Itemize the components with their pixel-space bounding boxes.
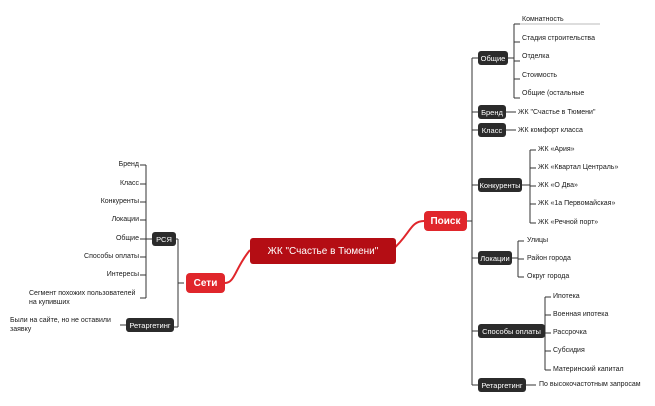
- leaf-finishing[interactable]: Отделка: [522, 53, 550, 60]
- subtopic-brand-label: Бренд: [481, 107, 503, 117]
- topic-search[interactable]: Поиск: [424, 211, 467, 231]
- leaf-rsya-competitors[interactable]: Конкуренты: [100, 198, 139, 205]
- leaf-price[interactable]: Стоимость: [522, 72, 558, 79]
- subtopic-competitors[interactable]: Конкуренты: [478, 178, 522, 192]
- root-topic[interactable]: ЖК "Счастье в Тюмени": [250, 238, 396, 264]
- root-topic-label: ЖК "Счастье в Тюмени": [267, 245, 379, 257]
- leaf-search-retargeting[interactable]: По высокочастотным запросам: [539, 381, 641, 388]
- leaf-general-other[interactable]: Общие (остальные: [522, 90, 585, 97]
- topic-networks[interactable]: Сети: [186, 273, 225, 293]
- subtopic-locations[interactable]: Локации: [478, 251, 512, 265]
- leaf-networks-retargeting[interactable]: Были на сайте, но не оставили заявку: [10, 317, 111, 333]
- leaf-competitor-3[interactable]: ЖК «О Два»: [538, 182, 578, 189]
- leaf-installment[interactable]: Рассрочка: [553, 329, 587, 336]
- subtopic-locations-label: Локации: [480, 253, 510, 263]
- leaf-rsya-interests[interactable]: Интересы: [106, 271, 139, 278]
- subtopic-competitors-label: Конкуренты: [479, 180, 521, 190]
- subtopic-payment-label: Способы оплаты: [482, 326, 541, 336]
- subtopic-networks-retargeting[interactable]: Ретаргетинг: [126, 318, 174, 332]
- leaf-construction-stage[interactable]: Стадия строительства: [522, 35, 595, 42]
- leaf-rooms[interactable]: Комнатность: [522, 16, 564, 23]
- subtopic-class-label: Класс: [481, 125, 503, 135]
- leaf-class[interactable]: ЖК комфорт класса: [518, 127, 583, 134]
- subtopic-search-retargeting-label: Ретаргетинг: [481, 380, 523, 390]
- leaf-district[interactable]: Район города: [527, 255, 571, 262]
- subtopic-search-retargeting[interactable]: Ретаргетинг: [478, 378, 526, 392]
- leaf-subsidy[interactable]: Субсидия: [553, 347, 585, 354]
- subtopic-class[interactable]: Класс: [478, 123, 506, 137]
- subtopic-general-label: Общие: [480, 53, 506, 63]
- leaf-maternity-capital[interactable]: Материнский капитал: [553, 366, 624, 373]
- leaf-streets[interactable]: Улицы: [527, 237, 549, 244]
- leaf-city-area[interactable]: Округ города: [527, 273, 570, 280]
- leaf-rsya-brand[interactable]: Бренд: [118, 161, 139, 168]
- leaf-rsya-class[interactable]: Класс: [119, 180, 139, 187]
- subtopic-general[interactable]: Общие: [478, 51, 508, 65]
- subtopic-networks-retargeting-label: Ретаргетинг: [129, 320, 171, 330]
- subtopic-rsya-label: РСЯ: [156, 234, 172, 244]
- subtopic-brand[interactable]: Бренд: [478, 105, 506, 119]
- leaf-rsya-locations[interactable]: Локации: [111, 216, 139, 223]
- leaf-mortgage[interactable]: Ипотека: [553, 293, 580, 300]
- leaf-rsya-payment[interactable]: Способы оплаты: [84, 253, 139, 260]
- leaf-brand[interactable]: ЖК "Счастье в Тюмени": [518, 109, 596, 116]
- leaf-competitor-1[interactable]: ЖК «Ария»: [538, 146, 575, 153]
- subtopic-payment[interactable]: Способы оплаты: [478, 324, 545, 338]
- leaf-military-mortgage[interactable]: Военная ипотека: [553, 311, 609, 318]
- leaf-rsya-general[interactable]: Общие: [115, 235, 139, 242]
- subtopic-rsya[interactable]: РСЯ: [152, 232, 176, 246]
- leaf-rsya-lookalike[interactable]: Сегмент похожих пользователей на купивши…: [29, 290, 136, 306]
- leaf-competitor-4[interactable]: ЖК «1а Первомайская»: [538, 200, 616, 207]
- topic-search-label: Поиск: [430, 215, 461, 227]
- topic-networks-label: Сети: [193, 277, 218, 289]
- leaf-competitor-5[interactable]: ЖК «Речной порт»: [538, 219, 599, 226]
- leaf-competitor-2[interactable]: ЖК «Квартал Централь»: [538, 164, 619, 171]
